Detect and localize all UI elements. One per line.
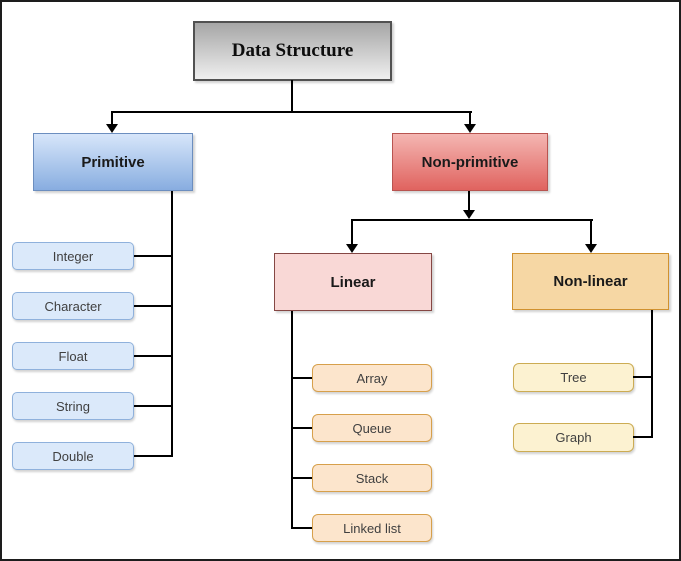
connector-segment bbox=[651, 310, 653, 438]
node-double: Double bbox=[12, 442, 134, 470]
node-string: String bbox=[12, 392, 134, 420]
connector-segment bbox=[134, 405, 171, 407]
connector-segment bbox=[291, 80, 293, 112]
connector-segment bbox=[134, 305, 171, 307]
connector-segment bbox=[590, 220, 592, 244]
connector-segment bbox=[111, 112, 113, 125]
node-float: Float bbox=[12, 342, 134, 370]
node-tree: Tree bbox=[513, 363, 634, 392]
arrowhead-down-icon bbox=[585, 244, 597, 253]
connector-segment bbox=[291, 311, 293, 529]
connector-segment bbox=[291, 427, 312, 429]
connector-segment bbox=[291, 477, 312, 479]
connector-segment bbox=[633, 436, 651, 438]
node-primitive: Primitive bbox=[33, 133, 193, 191]
connector-segment bbox=[291, 527, 312, 529]
arrowhead-down-icon bbox=[346, 244, 358, 253]
connector-segment bbox=[351, 219, 593, 221]
node-character: Character bbox=[12, 292, 134, 320]
connector-segment bbox=[291, 377, 312, 379]
node-non-primitive: Non-primitive bbox=[392, 133, 548, 191]
node-integer: Integer bbox=[12, 242, 134, 270]
connector-segment bbox=[134, 255, 171, 257]
node-linear: Linear bbox=[274, 253, 432, 311]
node-data-structure: Data Structure bbox=[193, 21, 392, 81]
connector-segment bbox=[468, 191, 470, 212]
node-graph: Graph bbox=[513, 423, 634, 452]
connector-segment bbox=[351, 220, 353, 244]
node-queue: Queue bbox=[312, 414, 432, 442]
connector-segment bbox=[171, 191, 173, 457]
connector-segment bbox=[633, 376, 651, 378]
node-stack: Stack bbox=[312, 464, 432, 492]
arrowhead-down-icon bbox=[463, 210, 475, 219]
node-linked-list: Linked list bbox=[312, 514, 432, 542]
connector-segment bbox=[134, 355, 171, 357]
arrowhead-down-icon bbox=[106, 124, 118, 133]
connector-segment bbox=[111, 111, 472, 113]
node-non-linear: Non-linear bbox=[512, 253, 669, 310]
connector-segment bbox=[134, 455, 171, 457]
node-array: Array bbox=[312, 364, 432, 392]
arrowhead-down-icon bbox=[464, 124, 476, 133]
connector-segment bbox=[469, 112, 471, 125]
